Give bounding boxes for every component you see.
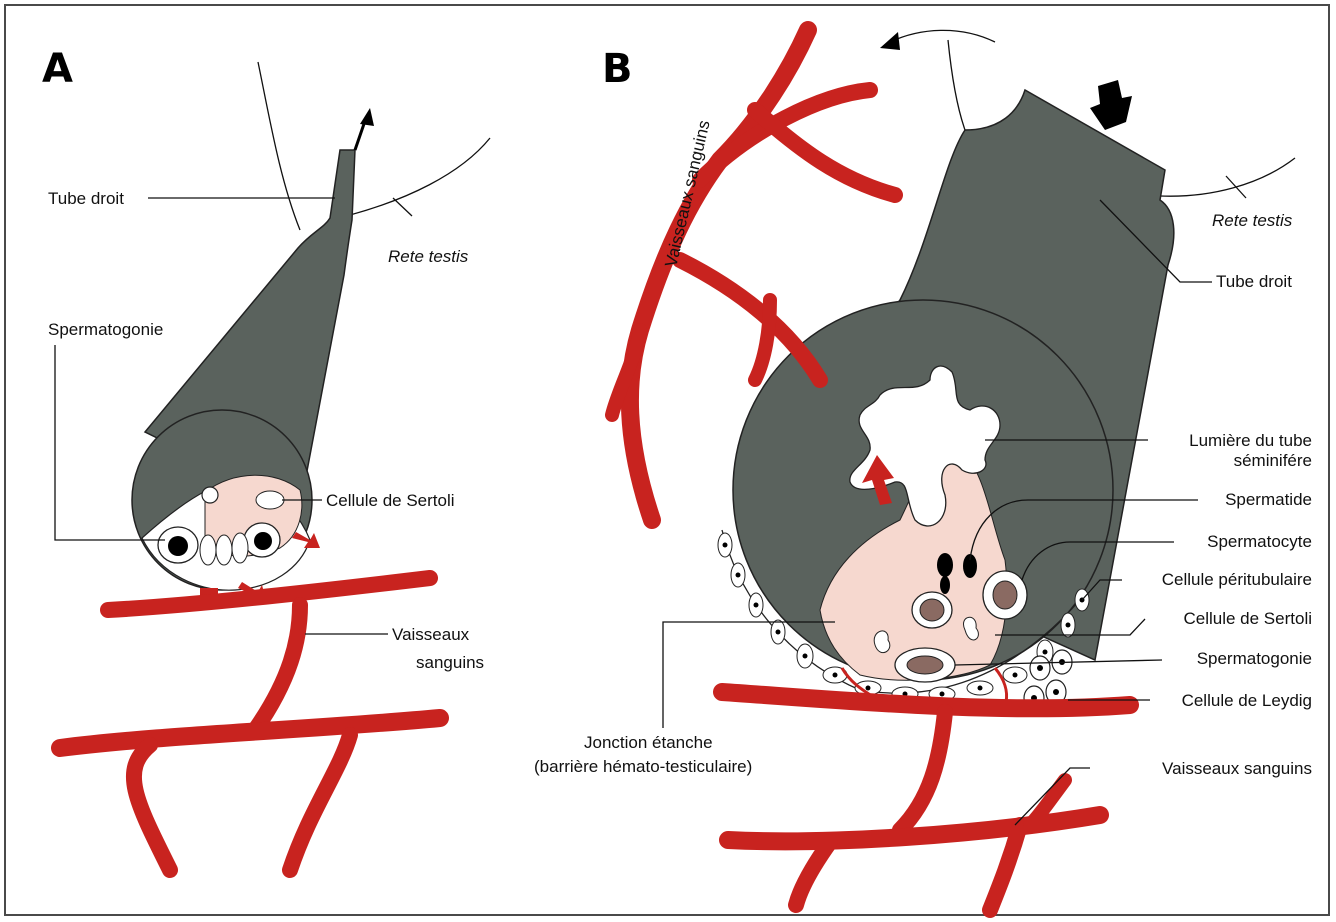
label-b-leydig: Cellule de Leydig xyxy=(1182,691,1312,710)
spermatide-b-3 xyxy=(940,576,950,594)
label-b-vaisseaux-bottom: Vaisseaux sanguins xyxy=(1162,759,1312,778)
vessel-a-left-down xyxy=(134,745,170,870)
vessel-b-bottom-left xyxy=(796,842,830,905)
panel-b-letter: B xyxy=(602,46,633,92)
sertoli-a-body-1 xyxy=(200,535,216,565)
sertoli-a-body-3 xyxy=(232,533,248,563)
spermatogonie-b-nucleus xyxy=(907,656,943,674)
spermatide-b-1 xyxy=(937,553,953,577)
rete-curve-a2 xyxy=(350,138,490,215)
sertoli-a-nucleolus xyxy=(202,487,218,503)
flow-arrow-a-head xyxy=(360,108,374,126)
label-a-sertoli: Cellule de Sertoli xyxy=(326,491,455,510)
panel-a-letter: A xyxy=(42,46,73,92)
label-b-jonction-1: Jonction étanche xyxy=(584,733,713,752)
vessel-a-branch xyxy=(255,605,300,730)
label-b-lumiere-2: séminifére xyxy=(1234,451,1312,470)
label-a-vaisseaux-2: sanguins xyxy=(416,653,484,672)
label-b-rete-testis: Rete testis xyxy=(1212,211,1293,230)
sertoli-a-vesicle xyxy=(256,491,284,509)
curved-arrow-b-head xyxy=(880,32,900,50)
vessels-b-bottom xyxy=(722,692,1130,910)
vessel-b-branch-3 xyxy=(680,260,820,380)
label-a-tube-droit: Tube droit xyxy=(48,189,124,208)
rete-tick-a xyxy=(393,198,412,216)
label-b-sertoli: Cellule de Sertoli xyxy=(1183,609,1312,628)
spermatogonie-a-nucleus-2 xyxy=(254,532,272,550)
label-b-spermatide: Spermatide xyxy=(1225,490,1312,509)
spermatocyte-b-2-nucleus xyxy=(920,599,944,621)
vessel-a-mid xyxy=(60,718,440,748)
label-b-spermatogonie: Spermatogonie xyxy=(1197,649,1312,668)
label-b-jonction-2: (barrière hémato-testiculaire) xyxy=(534,757,752,776)
spermatocyte-b-1-nucleus xyxy=(993,581,1017,609)
rete-curve-a1 xyxy=(258,62,300,230)
curved-arrow-b xyxy=(890,30,995,42)
vessel-b-branch-2 xyxy=(755,110,895,195)
label-b-spermatocyte: Spermatocyte xyxy=(1207,532,1312,551)
rete-curve-b1 xyxy=(948,40,965,130)
vessels-a xyxy=(60,578,440,870)
label-b-tube-droit: Tube droit xyxy=(1216,272,1292,291)
sertoli-a-body-2 xyxy=(216,535,232,565)
label-a-rete-testis: Rete testis xyxy=(388,247,469,266)
label-a-spermatogonie: Spermatogonie xyxy=(48,320,163,339)
vessel-a-right-down xyxy=(290,735,350,870)
label-a-vaisseaux-1: Vaisseaux xyxy=(392,625,470,644)
rete-tick-b xyxy=(1226,176,1246,198)
vessel-b-bottom-branch xyxy=(900,712,945,830)
spermatogonie-a-nucleus-1 xyxy=(168,536,188,556)
label-b-peritubulaire: Cellule péritubulaire xyxy=(1162,570,1312,589)
flow-arrow-b xyxy=(1090,80,1132,130)
label-b-lumiere-1: Lumière du tube xyxy=(1189,431,1312,450)
